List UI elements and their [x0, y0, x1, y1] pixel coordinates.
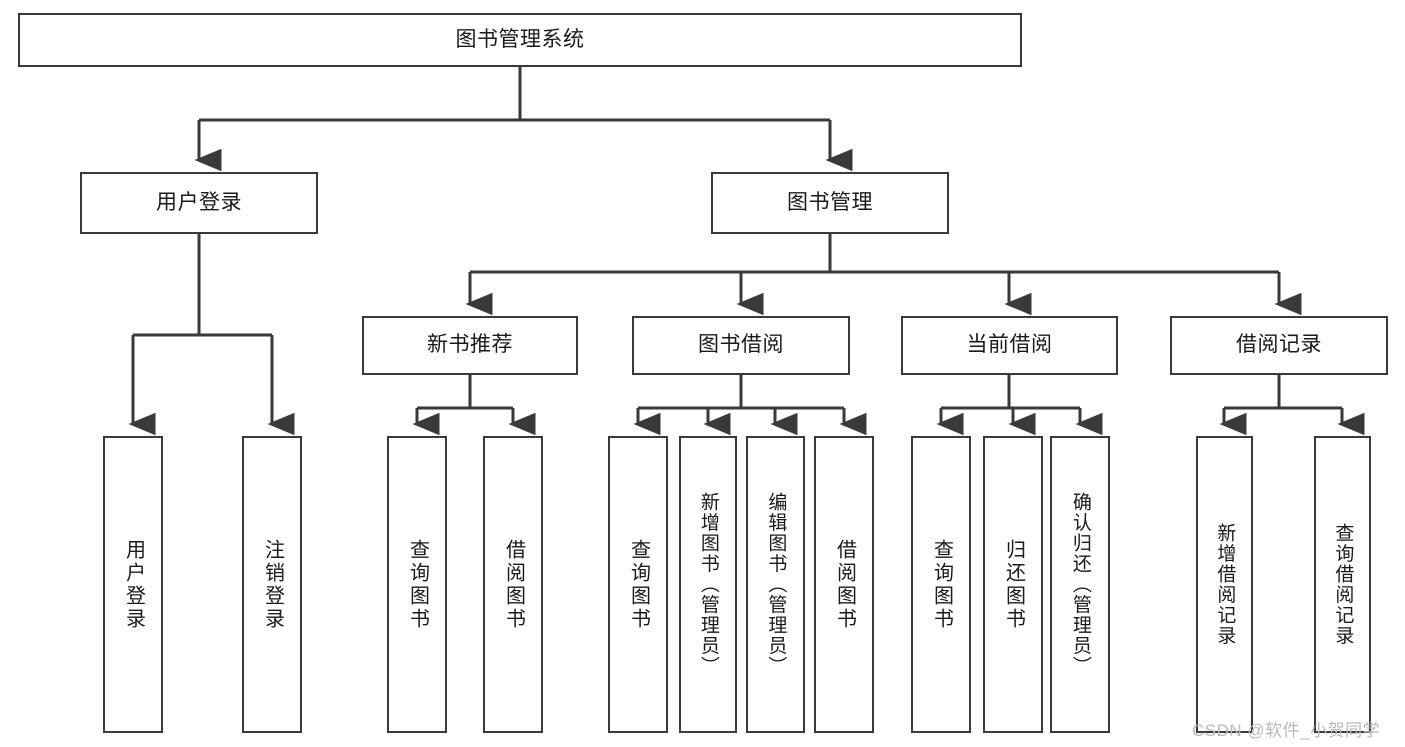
node-leaf-user-login-label: 用户登录 — [122, 538, 145, 631]
node-new-book-recommend[interactable]: 新书推荐 — [362, 316, 578, 375]
node-leaf-add-book-label: 新增图书（管理员） — [697, 492, 719, 677]
node-leaf-query-book-1-label: 查询图书 — [406, 538, 429, 631]
node-borrow-record[interactable]: 借阅记录 — [1170, 316, 1388, 375]
node-current-borrow[interactable]: 当前借阅 — [901, 316, 1118, 375]
node-book-manage-label: 图书管理 — [787, 190, 873, 214]
node-leaf-edit-book-label: 编辑图书（管理员） — [765, 492, 787, 677]
csdn-watermark: CSDN @软件_小贺同学 — [1192, 721, 1381, 740]
node-user-login-label: 用户登录 — [156, 190, 242, 214]
node-root-label: 图书管理系统 — [455, 27, 585, 51]
node-leaf-query-borrow-record[interactable]: 查询借阅记录 — [1314, 436, 1371, 733]
node-leaf-query-book-3-label: 查询图书 — [930, 538, 953, 631]
node-leaf-user-logout[interactable]: 注销登录 — [242, 436, 302, 733]
node-leaf-user-logout-label: 注销登录 — [261, 538, 284, 631]
node-leaf-query-book-2[interactable]: 查询图书 — [608, 436, 668, 733]
node-leaf-confirm-return[interactable]: 确认归还（管理员） — [1050, 436, 1110, 733]
node-book-borrow[interactable]: 图书借阅 — [632, 316, 850, 375]
node-leaf-return-book[interactable]: 归还图书 — [983, 436, 1043, 733]
node-book-borrow-label: 图书借阅 — [698, 333, 784, 357]
node-leaf-borrow-book-1[interactable]: 借阅图书 — [483, 436, 543, 733]
node-user-login[interactable]: 用户登录 — [80, 172, 318, 234]
node-leaf-query-borrow-record-label: 查询借阅记录 — [1332, 523, 1354, 646]
node-leaf-return-book-label: 归还图书 — [1002, 538, 1025, 631]
node-leaf-confirm-return-label: 确认归还（管理员） — [1069, 492, 1091, 677]
node-new-book-recommend-label: 新书推荐 — [427, 333, 513, 357]
node-leaf-add-borrow-record-label: 新增借阅记录 — [1214, 523, 1236, 646]
node-leaf-add-borrow-record[interactable]: 新增借阅记录 — [1196, 436, 1253, 733]
node-leaf-query-book-3[interactable]: 查询图书 — [911, 436, 971, 733]
node-leaf-query-book-2-label: 查询图书 — [627, 538, 650, 631]
node-current-borrow-label: 当前借阅 — [966, 333, 1053, 357]
node-leaf-borrow-book-2-label: 借阅图书 — [833, 538, 856, 631]
node-borrow-record-label: 借阅记录 — [1236, 333, 1322, 357]
node-root[interactable]: 图书管理系统 — [18, 13, 1022, 67]
node-book-manage[interactable]: 图书管理 — [711, 172, 949, 234]
node-leaf-borrow-book-1-label: 借阅图书 — [502, 538, 525, 631]
node-leaf-query-book-1[interactable]: 查询图书 — [387, 436, 447, 733]
node-leaf-add-book[interactable]: 新增图书（管理员） — [679, 436, 737, 733]
node-leaf-edit-book[interactable]: 编辑图书（管理员） — [746, 436, 805, 733]
node-leaf-user-login[interactable]: 用户登录 — [103, 436, 163, 733]
node-leaf-borrow-book-2[interactable]: 借阅图书 — [814, 436, 874, 733]
